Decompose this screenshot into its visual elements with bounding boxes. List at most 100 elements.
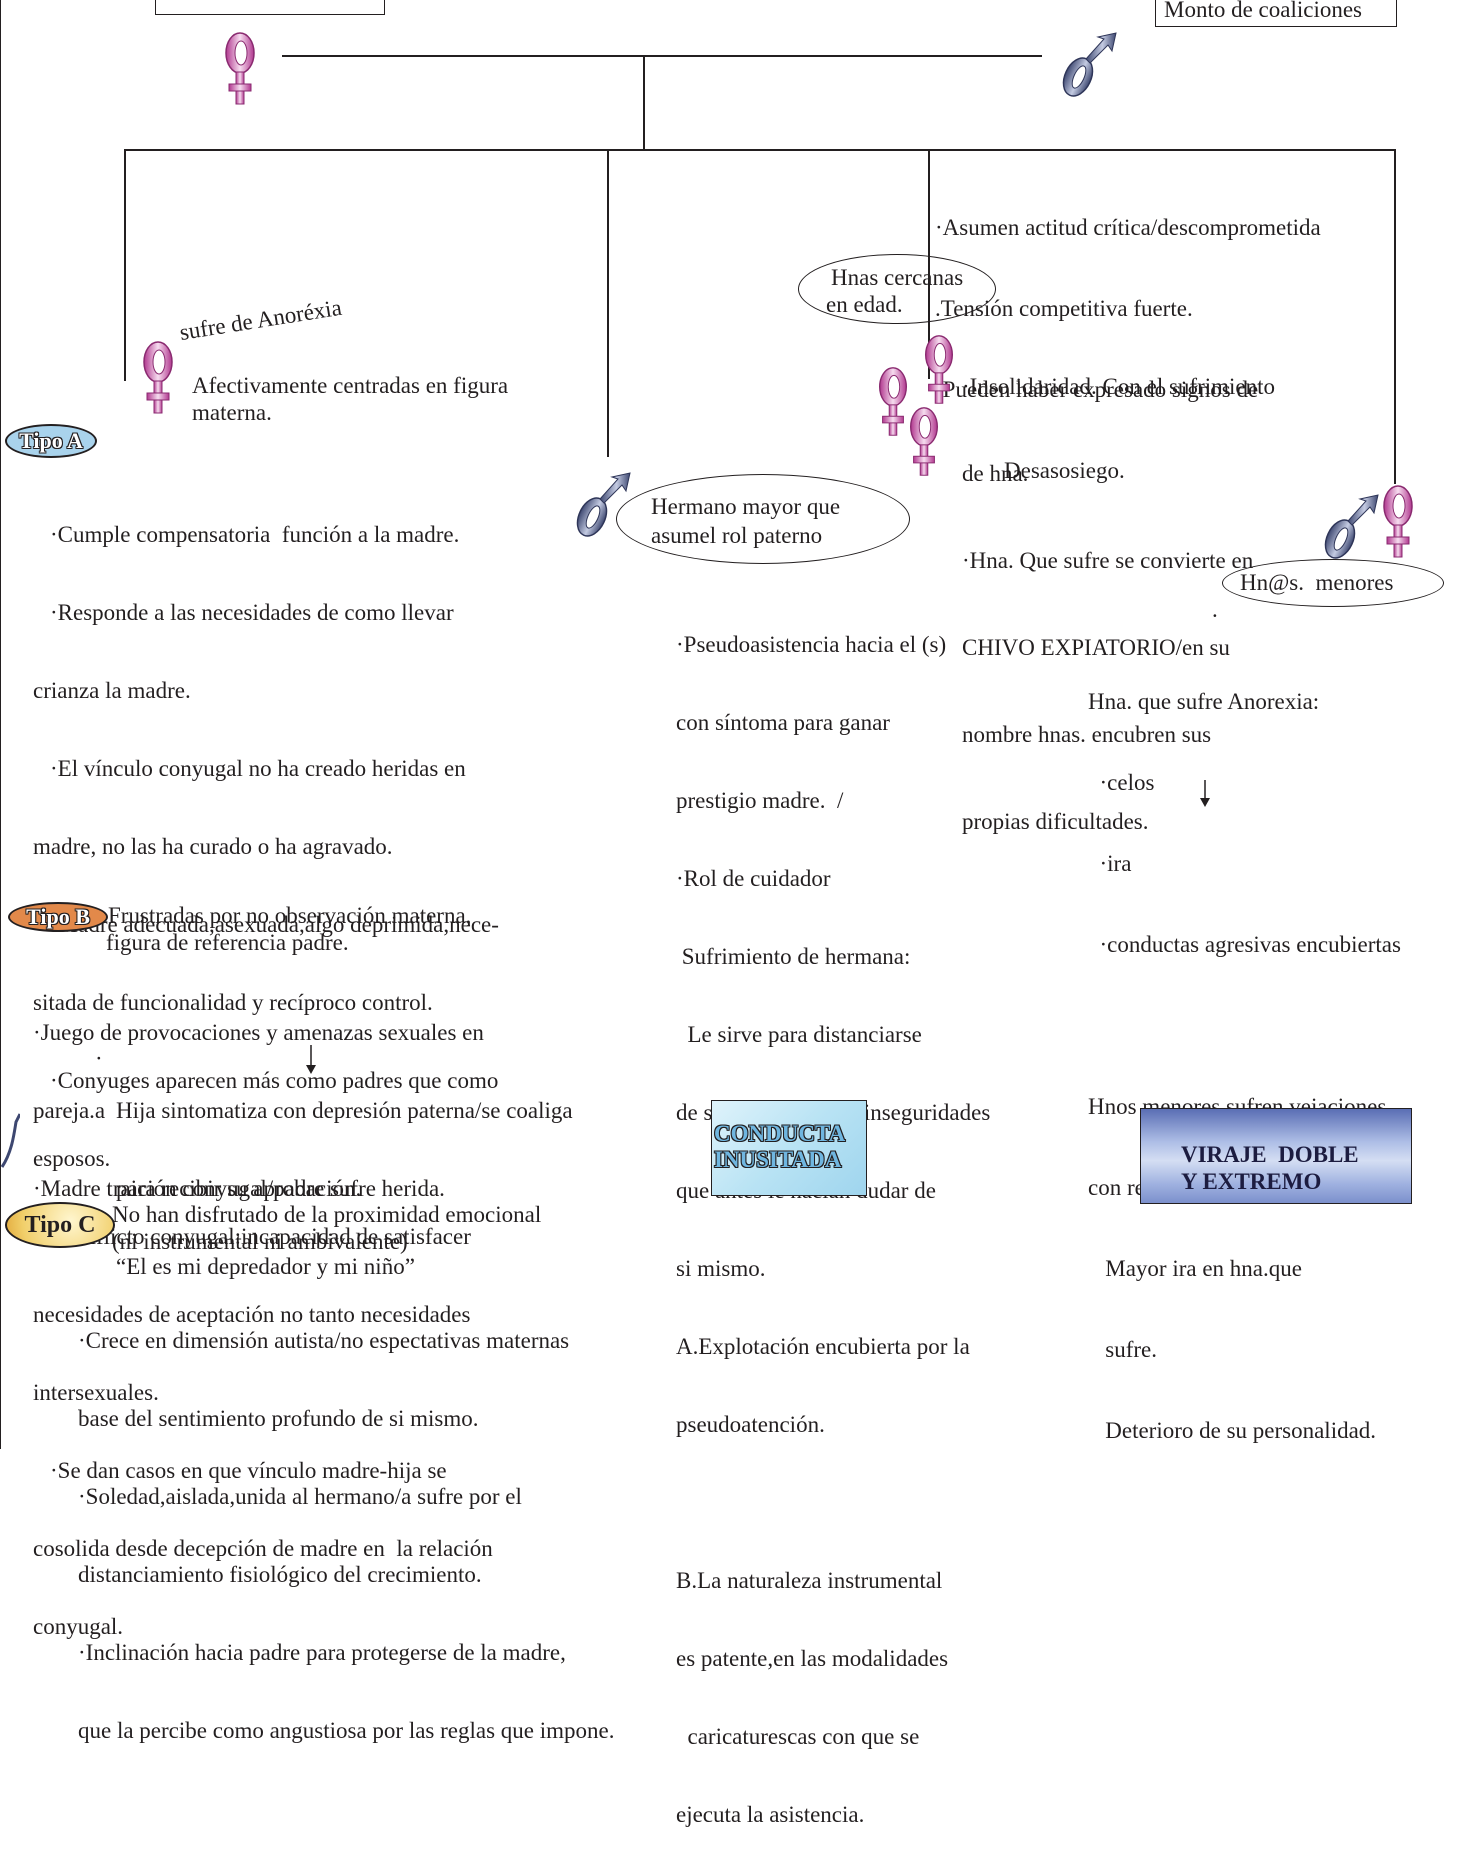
hermano-mayor-line: ·Pseudoasistencia hacia el (s) [676,632,947,657]
branch-menores [1394,149,1396,484]
hermano-mayor-oval-line-1: Hermano mayor que [651,494,841,519]
tipo-a-line: esposos. [33,1146,111,1171]
tipo-b-text-1: ·Juego de provocaciones y amenazas sexua… [33,968,484,1228]
tipo-b-line: ·Juego de provocaciones y amenazas sexua… [33,1020,484,1045]
hermano-mayor-line: A.Explotación encubierta por la [676,1334,970,1359]
tipo-b-badge: Tipo B [8,902,108,932]
anorexia-desc-1: Afectivamente centradas en figura [192,373,509,398]
down-arrow-icon [306,1045,316,1074]
tipo-c-line: base del sentimiento profundo de si mism… [78,1406,479,1431]
menores-oval-text: Hn@s. menores [1240,570,1394,595]
menores-line: ·celos [1088,770,1155,795]
hermano-mayor-line: B.La naturaleza instrumental [676,1568,943,1593]
hermano-mayor-line: caricaturescas con que se [676,1724,920,1749]
partial-male-icon [0,1113,20,1168]
tipo-b-bullet: · [95,1046,103,1071]
hnas-cercanas-line: ·Hna. Que sufre se convierte en [962,548,1254,573]
tipo-c-line: que la percibe como angustiosa por las r… [78,1718,615,1743]
descent-line [643,56,645,150]
hermano-mayor-line: Sufrimiento de hermana: [676,944,911,969]
tipo-b-line: “El es mi depredador y mi niño” [116,1254,415,1279]
hnas-cercanas-line: CHIVO EXPIATORIO/en su [962,635,1230,660]
tipo-a-line: crianza la madre. [33,678,191,703]
marriage-line [282,55,1042,57]
menor-female-icon [1378,480,1418,564]
tipo-b-line: pareja.a [33,1098,106,1123]
hermano-mayor-oval [616,474,910,564]
siblings-line [124,149,1396,151]
hermano-mayor-line [676,1490,990,1516]
top-right-box: Monto de coaliciones [1155,0,1397,27]
tipo-b-line: Hija sintomatiza con depresión paterna/s… [116,1098,573,1123]
father-male-icon [1058,30,1118,102]
hermano-mayor-line: pseudoatención. [676,1412,825,1437]
top-right-box-text: Monto de coaliciones [1164,0,1363,22]
hermano-mayor-line: ·Rol de cuidador [676,866,831,891]
tipo-a-line: intersexuales. [33,1380,159,1405]
page-left-border [0,0,2,1449]
viraje-box-line-1: VIRAJE DOBLE [1181,1142,1359,1167]
tipo-b-line: ·Madre traición conyugal/padre sufre her… [33,1176,445,1201]
hermano-mayor-line: es patente,en las modalidades [676,1646,949,1671]
menores-line: ·conductas agresivas encubiertas [1088,932,1401,957]
tipo-c-line: ·Crece en dimensión autista/no espectati… [78,1328,570,1353]
hnas-cercanas-oval-line-1: Hnas cercanas [831,265,964,290]
tipo-b-head-2: figura de referencia padre. [106,930,349,955]
hnas-cercanas-oval-line-2: en edad. [826,292,903,317]
menores-oval [1222,559,1444,607]
tipo-a-line: sitada de funcionalidad y recíproco cont… [33,990,433,1015]
hnas-cercanas-top-text: ·Asumen actitud crítica/descomprometida … [935,160,1321,511]
tipo-b-text-2: Hija sintomatiza con depresión paterna/s… [116,1046,573,1306]
hnas-cercanas-top-line: ·Asumen actitud crítica/descomprometida [935,215,1321,240]
branch-hermano-mayor [607,149,609,457]
hnas-cercanas-text: ·Insolidaridad. Con el sufrimiento de hn… [962,314,1275,865]
hermano-mayor-text: ·Pseudoasistencia hacia el (s) con sínto… [676,580,990,1854]
hermano-mayor-line: con síntoma para ganar [676,710,890,735]
menores-line: Mayor ira en hna.que [1088,1256,1302,1281]
hermano-mayor-line: Le sirve para distanciarse [676,1022,922,1047]
tipo-c-head-2: (ni instrumental ni ambivalente) [112,1229,408,1254]
tipo-b-head-1: Frustradas por no observación materna, [108,903,472,928]
tipo-c-line: ·Soledad,aislada,unida al hermano/a sufr… [78,1484,522,1509]
top-left-box [155,0,385,15]
daughter-female-icon [138,336,178,420]
conducta-inusitada-box: CONDUCTA INUSITADA [711,1100,867,1196]
tipo-c-badge: Tipo C [5,1202,115,1248]
viraje-box: VIRAJE DOBLE Y EXTREMO [1140,1108,1412,1204]
tipo-a-line: ·El vínculo conyugal no ha creado herida… [50,756,466,781]
menores-dot: . [1212,597,1218,622]
mother-female-icon [220,28,260,110]
anorexia-desc-2: materna. [192,400,272,425]
tipo-a-line: madre, no las ha curado o ha agravado. [33,834,393,859]
anorexia-label: sufre de Anoréxia [177,294,344,346]
tipo-b-line: para recibir su aprobación. [116,1176,362,1201]
tipo-c-line: distanciamiento fisiológico del crecimie… [78,1562,482,1587]
hnas-cercanas-line: ·Insolidaridad. Con el sufrimiento [962,374,1275,399]
hnas-cercanas-line: nombre hnas. encubren sus [962,722,1212,747]
tipo-c-head-1: No han disfrutado de la proximidad emoci… [112,1202,542,1227]
viraje-box-line-2: Y EXTREMO [1181,1169,1322,1194]
hermano-mayor-line: ejecuta la asistencia. [676,1802,865,1827]
menores-line: ·ira [1088,851,1132,876]
branch-anorexia [124,149,126,381]
hnas-cercanas-oval [798,254,996,324]
hnas-cercanas-line: de hna. [962,461,1029,486]
hna-cercana-female-icon-1 [920,330,958,410]
hermano-mayor-line: si mismo. [676,1256,766,1281]
hermano-mayor-line: prestigio madre. / [676,788,844,813]
conducta-box-line-1: CONDUCTA [714,1121,846,1146]
menores-text: Hna. que sufre Anorexia: ·celos ·ira ·co… [1088,634,1401,1471]
tipo-c-line: ·Inclinación hacia padre para protegerse… [78,1640,566,1665]
menores-line: Hna. que sufre Anorexia: [1088,689,1320,714]
tipo-a-line: necesidades de aceptación no tanto neces… [33,1302,471,1327]
menor-male-icon [1320,492,1380,564]
conducta-box-line-2: INUSITADA [714,1147,842,1172]
down-arrow-icon [1200,780,1210,807]
hna-cercana-female-icon-3 [905,402,943,482]
tipo-a-line: ·Cumple compensatoria función a la madre… [50,522,460,547]
menores-line: Deterioro de su personalidad. [1088,1418,1377,1443]
hnas-cercanas-line: propias dificultades. [962,809,1149,834]
hermano-mayor-oval-line-2: asumel rol paterno [651,523,823,548]
tipo-a-line: ·Responde a las necesidades de como llev… [50,600,454,625]
menores-line: sufre. [1088,1337,1157,1362]
